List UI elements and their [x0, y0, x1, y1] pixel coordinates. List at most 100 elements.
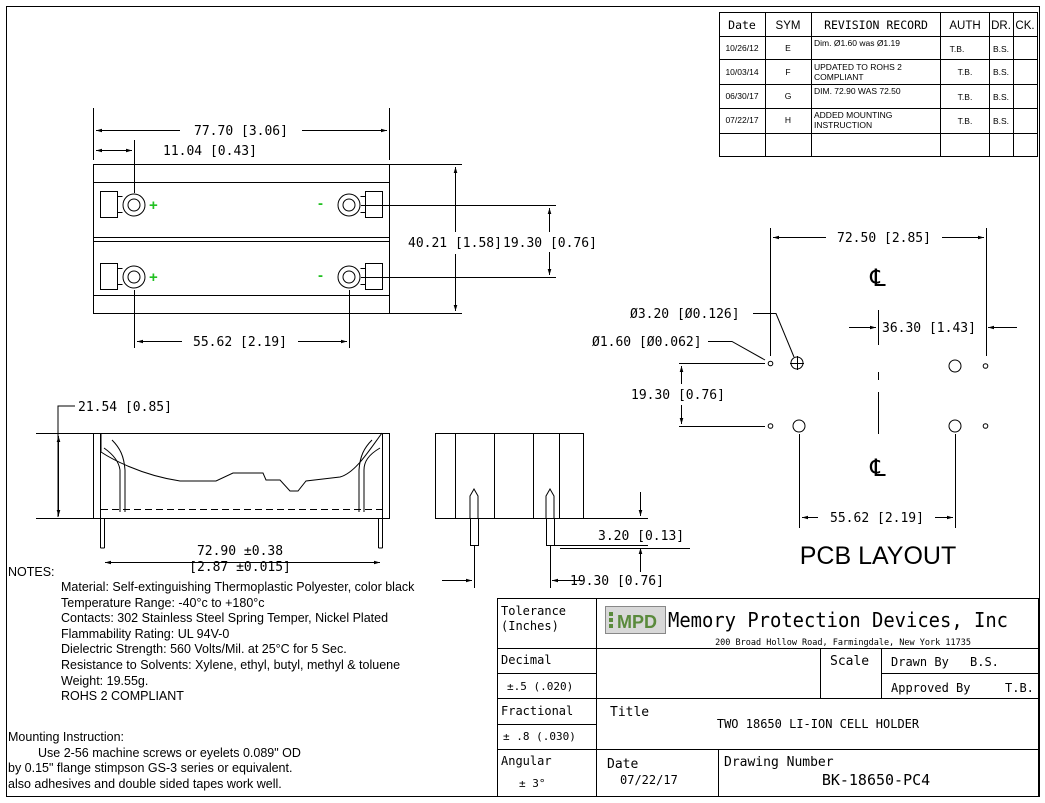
mounting-heading: Mounting Instruction: [8, 730, 125, 744]
mounting-line: also adhesives and double sided tapes wo… [8, 776, 282, 791]
mounting-line: by 0.15" flange stimpson GS-3 series or … [8, 761, 293, 776]
side-view-dimensions [36, 405, 380, 565]
note-item: Temperature Range: -40°c to +180°c [61, 595, 265, 610]
rev-header-dr: DR. [991, 20, 1011, 32]
dim-offset: 11.04 [0.43] [163, 144, 257, 159]
revision-table-headers: Date SYM REVISION RECORD AUTH DR. CK. [728, 18, 1034, 32]
minus-sign: - [318, 267, 323, 284]
revision-rows: 10/26/12 E Dim. Ø1.60 was Ø1.19 T.B. B.S… [725, 38, 1009, 130]
rev-row-sym: F [785, 67, 790, 77]
dim-hole-spacing: 55.62 [2.19] [193, 335, 287, 350]
rev-header-date: Date [728, 18, 756, 32]
drawing-title: TWO 18650 LI-ION CELL HOLDER [717, 717, 920, 731]
company-name: Memory Protection Devices, Inc [668, 608, 1008, 632]
date-label: Date [607, 757, 638, 772]
rev-row-dr: B.S. [993, 92, 1009, 102]
centerline-icon: ℄ [869, 264, 886, 292]
note-item: Resistance to Solvents: Xylene, ethyl, b… [61, 657, 401, 672]
dim-overall-height: 40.21 [1.58] [408, 236, 502, 251]
rev-row-desc: DIM. 72.90 WAS 72.50 [814, 86, 901, 96]
rev-header-ck: CK. [1015, 20, 1034, 32]
rev-row-auth: T.B. [958, 92, 973, 102]
rev-header-sym: SYM [776, 20, 801, 32]
dim-height: 21.54 [0.85] [78, 400, 172, 415]
pcb-dim-big-hole: Ø3.20 [Ø0.126] [630, 307, 740, 322]
rev-row-date: 10/03/14 [725, 67, 758, 77]
note-item: ROHS 2 COMPLIANT [61, 689, 184, 704]
decimal-value: ±.5 (.020) [507, 680, 573, 693]
drawn-by: B.S. [970, 655, 999, 669]
pcb-layout-labels: 72.50 [2.85] ℄ 36.30 [1.43] Ø3.20 [Ø0.12… [592, 231, 976, 570]
notes-block: NOTES: [8, 565, 55, 581]
angular-label: Angular [501, 754, 552, 768]
pcb-dim-row-pitch: 19.30 [0.76] [631, 388, 725, 403]
rev-row-desc: UPDATED TO ROHS 2 [814, 62, 902, 72]
mounting-instruction: Mounting Instruction: Use 2-56 machine s… [8, 730, 301, 792]
logo-text: MPD [617, 612, 657, 632]
drawn-by-label: Drawn By [891, 655, 949, 669]
note-item: Weight: 19.55g. [61, 673, 149, 688]
rev-row-sym: H [785, 115, 791, 125]
drawing-number-label: Drawing Number [724, 755, 834, 770]
note-item: Dielectric Strength: 560 Volts/Mil. at 2… [61, 642, 347, 657]
fractional-value: ± .8 (.030) [503, 730, 576, 743]
title-label: Title [610, 705, 649, 720]
rev-row-desc: COMPLIANT [814, 72, 864, 82]
plus-sign: + [149, 269, 158, 286]
notes-heading: NOTES: [8, 565, 55, 579]
approved-by-label: Approved By [891, 681, 970, 695]
rev-header-record: REVISION RECORD [824, 18, 928, 32]
drawing-date: 07/22/17 [620, 773, 678, 787]
rev-row-date: 07/22/17 [725, 115, 758, 125]
polarity-marks: + + - - [149, 195, 323, 286]
dim-pin-spacing: 72.90 ±0.38 [197, 544, 283, 559]
end-view-holder [435, 433, 584, 546]
dim-pin-spacing-inch: [2.87 ±0.015] [189, 560, 291, 575]
title-block-text: Tolerance (Inches) Memory Protection Dev… [501, 604, 1034, 790]
tolerance-label: Tolerance [501, 604, 566, 618]
mounting-line: Use 2-56 machine screws or eyelets 0.089… [38, 745, 301, 760]
rev-row-desc: ADDED MOUNTING [814, 110, 892, 120]
top-view-holder [93, 164, 390, 314]
pcb-layout-title: PCB LAYOUT [800, 542, 957, 570]
fractional-label: Fractional [501, 704, 573, 718]
rev-header-auth: AUTH [949, 20, 980, 32]
rev-row-desc: Dim. Ø1.60 was Ø1.19 [814, 38, 900, 48]
note-item: Contacts: 302 Stainless Steel Spring Tem… [61, 611, 389, 626]
end-view-dimensions [442, 492, 690, 588]
rev-row-auth: T.B. [958, 116, 973, 126]
centerline-icon: ℄ [869, 454, 886, 482]
pcb-dim-half-height: 36.30 [1.43] [882, 321, 976, 336]
rev-row-desc: INSTRUCTION [814, 120, 872, 130]
pcb-layout-geometry [679, 228, 1017, 528]
title-block-grid [497, 598, 1039, 797]
decimal-label: Decimal [501, 653, 552, 667]
end-view-dim-labels: 3.20 [0.13] 19.30 [0.76] [570, 529, 684, 589]
top-view-dim-labels: 77.70 [3.06] 11.04 [0.43] 40.21 [1.58] 1… [163, 124, 597, 350]
rev-row-sym: G [785, 91, 792, 101]
plus-sign: + [149, 197, 158, 214]
company-address: 200 Broad Hollow Road, Farmingdale, New … [715, 638, 971, 648]
minus-sign: - [318, 195, 323, 212]
side-view-dim-labels: 21.54 [0.85] 72.90 ±0.38 [2.87 ±0.015] [78, 400, 291, 575]
notes-list: Material: Self-extinguishing Thermoplast… [61, 580, 414, 705]
rev-row-date: 10/26/12 [725, 43, 758, 53]
pcb-dim-small-hole: Ø1.60 [Ø0.062] [592, 335, 702, 350]
rev-row-date: 06/30/17 [725, 91, 758, 101]
dim-cell-pitch: 19.30 [0.76] [503, 236, 597, 251]
company-logo: MPD [605, 606, 666, 634]
rev-row-sym: E [785, 43, 791, 53]
scale-label: Scale [830, 654, 869, 669]
top-view-dimensions [93, 108, 556, 348]
approved-by: T.B. [1005, 681, 1034, 695]
rev-row-auth: T.B. [958, 67, 973, 77]
pcb-dim-width: 72.50 [2.85] [837, 231, 931, 246]
rev-row-dr: B.S. [993, 116, 1009, 126]
rev-row-dr: B.S. [993, 44, 1009, 54]
dim-pin-pitch: 19.30 [0.76] [570, 574, 664, 589]
side-view-holder [93, 432, 390, 549]
revision-table [719, 12, 1038, 157]
tolerance-units: (Inches) [501, 619, 559, 633]
angular-value: ± 3° [519, 777, 546, 790]
